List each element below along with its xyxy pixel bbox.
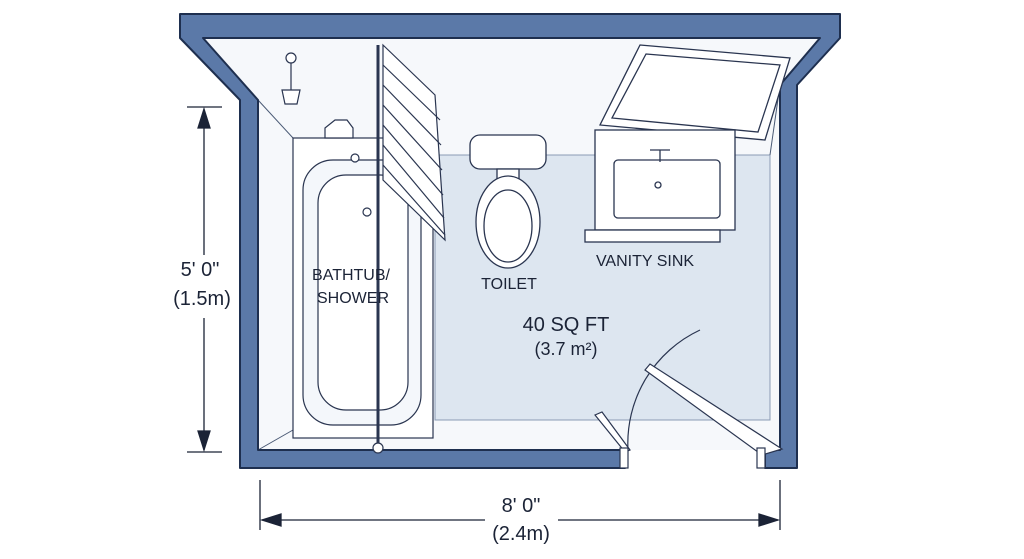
shower-head-icon xyxy=(281,52,301,105)
vanity-label: VANITY SINK xyxy=(596,253,694,270)
toilet-label: TOILET xyxy=(481,276,537,293)
toilet xyxy=(469,134,547,269)
door xyxy=(594,329,784,469)
mirror xyxy=(598,44,791,141)
area-sqft-label: 40 SQ FT xyxy=(523,314,610,336)
width-dimension xyxy=(259,480,781,530)
width-ft-label: 8' 0" xyxy=(502,495,541,517)
vanity-sink xyxy=(584,129,736,243)
width-m-label: (2.4m) xyxy=(492,523,550,545)
shower-curtain xyxy=(372,43,446,454)
walls xyxy=(179,13,841,469)
bathtub-label: BATHTUB/ xyxy=(312,267,390,284)
area-m2-label: (3.7 m²) xyxy=(535,339,598,359)
height-m-label: (1.5m) xyxy=(173,288,231,310)
height-ft-label: 5' 0" xyxy=(181,259,220,281)
bathtub-label-2: SHOWER xyxy=(317,290,389,307)
height-dimension xyxy=(187,106,222,453)
